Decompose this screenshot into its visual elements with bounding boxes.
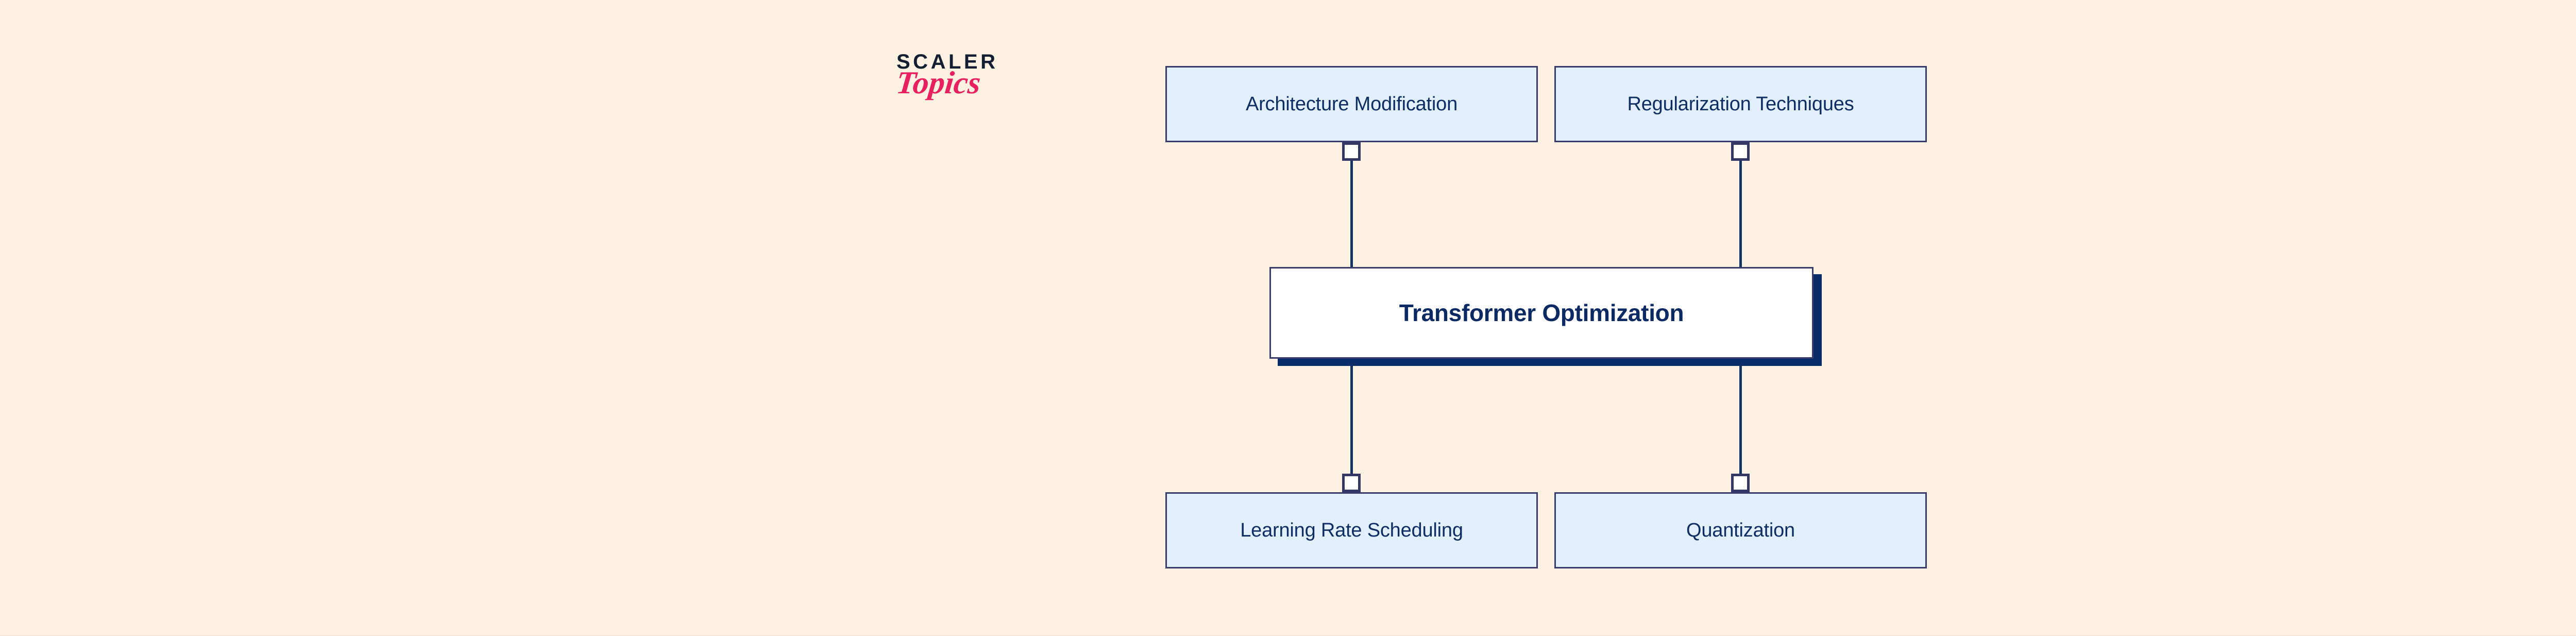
node-regularization-techniques[interactable]: Regularization Techniques [1554, 66, 1927, 142]
node-learning-rate-scheduling[interactable]: Learning Rate Scheduling [1165, 492, 1538, 568]
edge-node-regularization [1731, 142, 1750, 161]
edge-regularization-to-center [1739, 142, 1742, 269]
node-transformer-optimization[interactable]: Transformer Optimization [1269, 267, 1814, 359]
node-architecture-modification[interactable]: Architecture Modification [1165, 66, 1538, 142]
edge-architecture-to-center [1350, 142, 1353, 269]
edge-center-to-quantization [1739, 366, 1742, 474]
logo-wordmark-scaler: SCALER [896, 51, 998, 73]
node-quantization[interactable]: Quantization [1554, 492, 1927, 568]
page-bottom-rule [0, 635, 2576, 636]
edge-node-architecture [1342, 142, 1361, 161]
edge-node-learning-rate [1342, 474, 1361, 492]
scaler-topics-logo: SCALER Topics [894, 42, 1050, 114]
center-node-wrapper: Transformer Optimization [1269, 267, 1822, 366]
logo-wordmark-topics: Topics [894, 65, 982, 101]
edge-center-to-learning-rate [1350, 366, 1353, 474]
edge-node-quantization [1731, 474, 1750, 492]
